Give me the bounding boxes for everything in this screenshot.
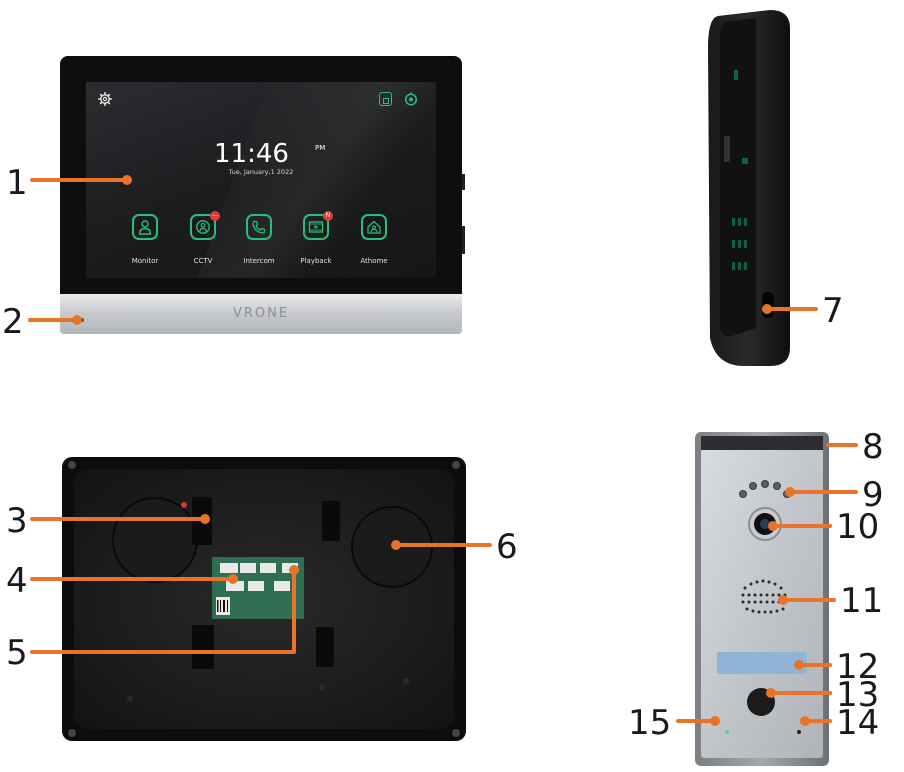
callout-8: 8: [862, 427, 884, 467]
callout-dot-14: [800, 716, 810, 726]
callout-14: 14: [836, 703, 880, 743]
monitor-side-illustration: [708, 10, 790, 366]
monitor-front-view: 11:46 PM Tue, January,1 2022 —: [60, 56, 465, 334]
callout-dot-6: [391, 540, 401, 550]
clock-ampm: PM: [315, 144, 326, 152]
app-label-cctv: CCTV: [193, 257, 213, 265]
brand-logo: VRONE: [232, 306, 290, 321]
side-button: [462, 226, 465, 254]
callout-line-3: [30, 517, 206, 521]
callout-line-1: [30, 178, 126, 182]
callout-dot-10: [768, 521, 778, 531]
monitor-back-illustration: [62, 457, 466, 741]
callout-line-4: [30, 577, 234, 581]
callout-12: 12: [836, 647, 880, 687]
callout-line-14: [804, 719, 832, 723]
callout-4: 4: [6, 561, 28, 601]
playback-badge: N: [323, 211, 333, 221]
callout-dot-1: [122, 175, 132, 185]
clock-date: Tue, January,1 2022: [228, 168, 294, 176]
screen-glare: [188, 82, 436, 278]
app-label-intercom: Intercom: [243, 257, 275, 265]
callout-line-13: [770, 691, 832, 695]
callout-6: 6: [496, 527, 518, 567]
callout-15: 15: [628, 703, 672, 743]
callout-dot-13: [766, 688, 776, 698]
callout-dot-2: [72, 315, 82, 325]
callout-5: 5: [6, 633, 28, 673]
callout-line-11: [782, 598, 836, 602]
gear-icon: [98, 92, 112, 106]
callout-dot-3: [200, 514, 210, 524]
monitor-silver-bar: VRONE: [60, 294, 462, 334]
phone-icon: [252, 220, 266, 234]
app-label-playback: Playback: [300, 257, 332, 265]
callout-1: 1: [6, 163, 28, 203]
callout-dot-15: [710, 716, 720, 726]
callout-dot-12: [794, 660, 804, 670]
callout-line-5: [30, 650, 294, 654]
callout-dot-9: [785, 487, 795, 497]
monitor-back-view: [60, 455, 468, 743]
monitor-side-view: [698, 8, 798, 370]
app-athome-button[interactable]: [361, 214, 387, 240]
app-monitor-button[interactable]: [132, 214, 158, 240]
power-record-icon: [404, 92, 418, 106]
callout-13: 13: [836, 675, 880, 715]
side-button: [462, 174, 465, 190]
callout-line-7: [766, 307, 818, 311]
app-intercom-button[interactable]: [246, 214, 272, 240]
monitor-microphone: [80, 318, 84, 322]
callout-2: 2: [2, 302, 24, 342]
callout-line-15: [676, 719, 714, 723]
app-cctv-button[interactable]: —: [190, 211, 220, 240]
app-label-athome: Athome: [360, 257, 388, 265]
clock-time: 11:46: [214, 139, 289, 169]
home-icon: [367, 220, 381, 234]
sd-card-icon: [379, 92, 392, 106]
callout-line-2: [28, 318, 78, 322]
app-playback-button[interactable]: N: [303, 211, 333, 240]
callout-line-9: [790, 490, 858, 494]
callout-dot-4: [228, 574, 238, 584]
callout-dot-11: [778, 595, 788, 605]
callout-line-6: [396, 543, 492, 547]
callout-line-8: [826, 443, 858, 447]
film-icon: [308, 221, 324, 233]
user-icon: [138, 220, 152, 235]
callout-10: 10: [836, 507, 880, 547]
callout-line-5-vertical: [292, 568, 296, 654]
cctv-badge: —: [210, 211, 220, 221]
callout-9: 9: [862, 475, 884, 515]
camera-user-icon: [196, 220, 210, 234]
callout-11: 11: [840, 581, 884, 621]
callout-dot-7: [762, 304, 772, 314]
monitor-screen: 11:46 PM Tue, January,1 2022 —: [86, 82, 436, 278]
callout-7: 7: [822, 291, 844, 331]
callout-3: 3: [6, 501, 28, 541]
app-label-monitor: Monitor: [131, 257, 159, 265]
callout-line-10: [772, 524, 832, 528]
callout-line-12: [798, 663, 832, 667]
callout-dot-5: [289, 565, 299, 575]
